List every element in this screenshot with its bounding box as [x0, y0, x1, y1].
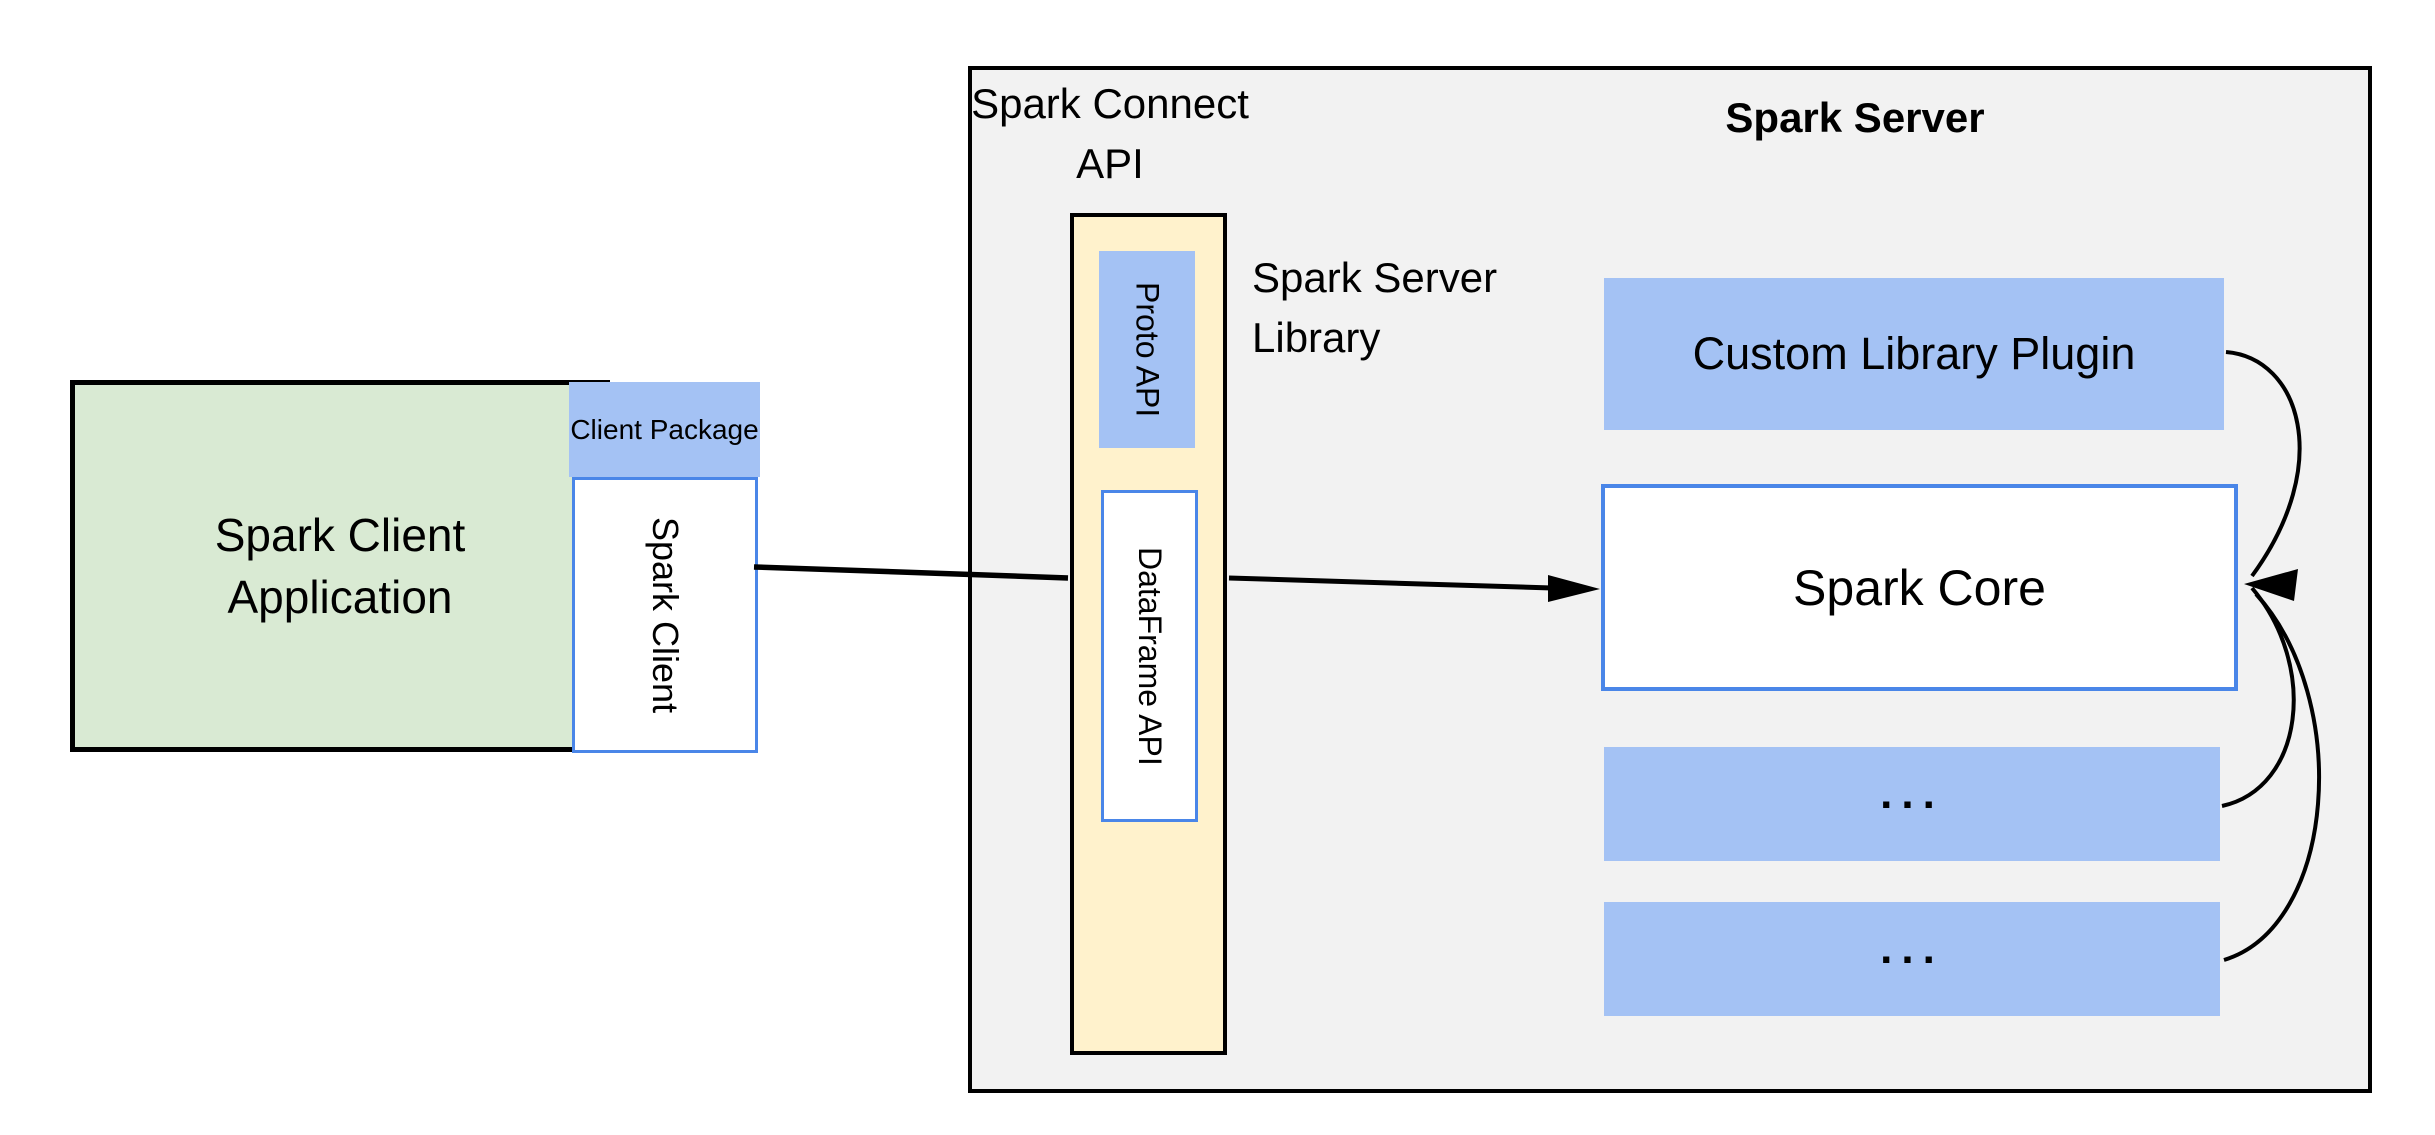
- custom-library-plugin-box: Custom Library Plugin: [1604, 278, 2224, 430]
- proto-api-label: Proto API: [1129, 281, 1166, 418]
- spark-client-label: Spark Client: [645, 516, 686, 714]
- custom-library-plugin-label: Custom Library Plugin: [1692, 328, 2136, 379]
- spark-server-title: Spark Server: [1725, 94, 1985, 141]
- spark-server-library-label: Spark Server Library: [1252, 254, 1498, 361]
- proto-api-box: Proto API: [1099, 251, 1195, 448]
- spark-client-box: Spark Client: [572, 477, 758, 753]
- spark-core-label: Spark Core: [1793, 559, 2046, 616]
- spark-connect-api-label: Spark Connect API: [971, 80, 1249, 187]
- spark-client-application-box: Spark Client Application: [70, 380, 610, 752]
- spark-core-box: Spark Core: [1601, 484, 2238, 691]
- ellipsis-box-1: ...: [1604, 747, 2220, 861]
- client-package-box: Client Package: [569, 382, 760, 477]
- client-package-label: Client Package: [570, 413, 759, 445]
- spark-client-application-label: Spark Client Application: [214, 508, 466, 623]
- ellipsis-box-2: ...: [1604, 902, 2220, 1016]
- dataframe-api-box: DataFrame API: [1101, 490, 1198, 822]
- dataframe-api-label: DataFrame API: [1132, 546, 1168, 766]
